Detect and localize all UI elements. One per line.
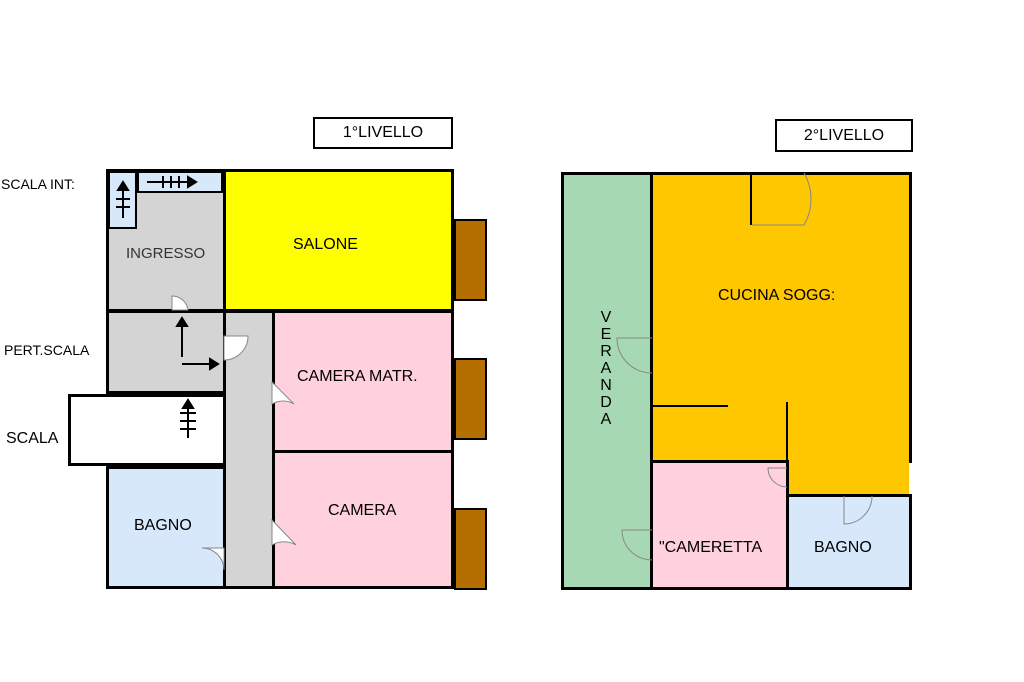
room-camera xyxy=(272,450,454,589)
door-pert-scala xyxy=(223,335,249,361)
door-veranda-lower xyxy=(621,529,653,561)
balcony-camera-matr xyxy=(454,358,487,440)
room-camera-matrimoniale xyxy=(272,310,454,453)
label-pert-scala: PERT.SCALA xyxy=(4,342,90,358)
door-camera xyxy=(271,518,297,546)
level-2-title-text: 2°LIVELLO xyxy=(803,126,885,144)
balcony-salone xyxy=(454,219,487,301)
room-scala xyxy=(68,394,226,466)
door-veranda xyxy=(616,337,653,374)
balcony-camera xyxy=(454,508,487,590)
room-pertinenza-scala xyxy=(106,310,226,394)
room-veranda xyxy=(561,172,653,590)
door-cameretta xyxy=(767,467,788,488)
label-camera: CAMERA xyxy=(328,502,397,519)
label-bagno-1: BAGNO xyxy=(134,517,192,534)
level-1-title: 1°LIVELLO xyxy=(313,117,453,149)
door-cucina-top xyxy=(752,172,812,226)
room-salone xyxy=(223,169,454,312)
label-veranda-text: VERANDA xyxy=(597,309,615,428)
room-bagno-1 xyxy=(106,466,226,589)
label-salone: SALONE xyxy=(293,236,358,253)
label-cucina: CUCINA SOGG: xyxy=(718,287,836,304)
room-cucina-lower xyxy=(786,458,909,498)
label-camera-matr: CAMERA MATR. xyxy=(297,368,418,385)
door-bagno-2 xyxy=(843,495,873,525)
label-cameretta: "CAMERETTA xyxy=(659,539,763,556)
label-scala-int: SCALA INT: xyxy=(1,176,75,192)
label-ingresso: INGRESSO xyxy=(126,245,206,262)
label-veranda: VERANDA xyxy=(596,309,616,428)
label-scala: SCALA xyxy=(6,430,59,447)
stair-int-horz-head xyxy=(187,175,198,189)
door-ingresso xyxy=(171,295,189,311)
level-1-title-text: 1°LIVELLO xyxy=(342,124,424,141)
level-2-title: 2°LIVELLO xyxy=(775,119,913,152)
door-bagno-1 xyxy=(201,547,225,571)
door-camera-matr xyxy=(271,380,295,405)
stair-int-vert-head xyxy=(116,180,130,191)
room-bagno-2 xyxy=(786,494,912,590)
label-bagno-2: BAGNO xyxy=(814,539,872,556)
